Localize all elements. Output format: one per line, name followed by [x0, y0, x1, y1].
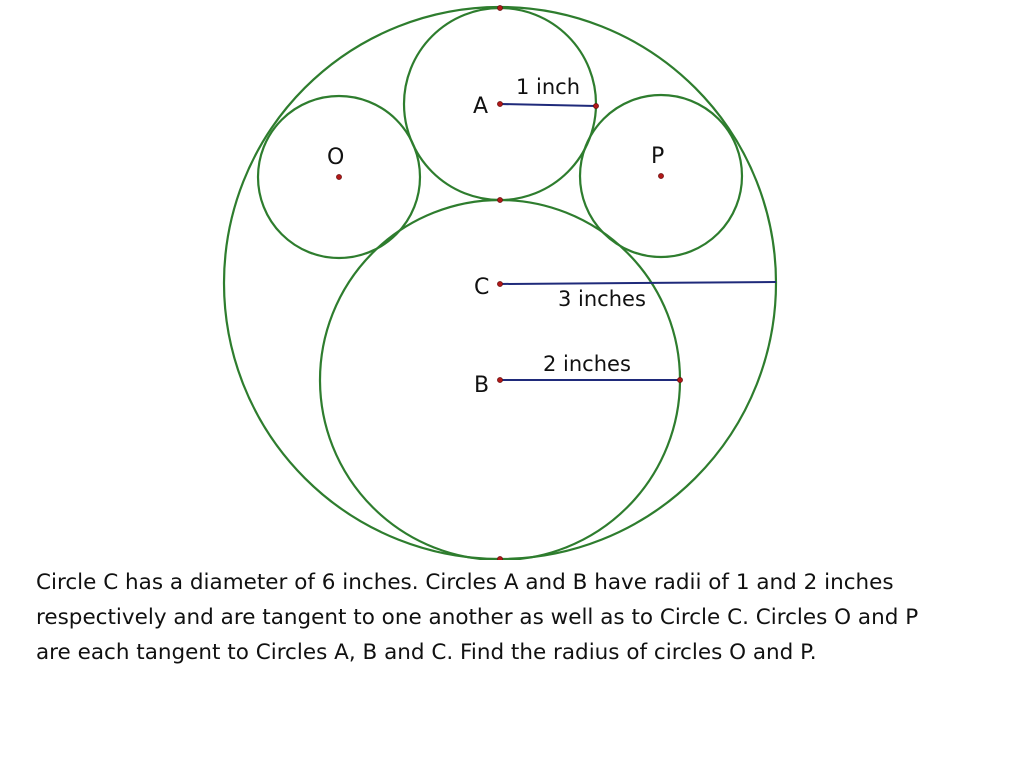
label-p: P — [651, 144, 664, 169]
point-top-tangent — [497, 5, 503, 11]
measure-radius-a: 1 inch — [516, 75, 580, 99]
label-o: O — [327, 145, 344, 170]
point-bottom-tangent — [497, 556, 503, 560]
center-a — [497, 101, 503, 107]
center-o — [336, 174, 342, 180]
center-c — [497, 281, 503, 287]
center-b — [497, 377, 503, 383]
label-b: B — [474, 373, 489, 398]
point-tangent-ab — [497, 197, 503, 203]
label-a: A — [473, 94, 488, 119]
circle-p — [578, 93, 744, 259]
problem-statement: Circle C has a diameter of 6 inches. Cir… — [36, 570, 919, 665]
point-radius-b-end — [677, 377, 683, 383]
point-radius-a-end — [593, 103, 599, 109]
measure-radius-b: 2 inches — [543, 352, 631, 376]
geometry-diagram: A O P C B 1 inch 3 inches 2 inches — [222, 5, 778, 560]
center-p — [658, 173, 664, 179]
radius-segment-a — [499, 103, 597, 107]
radius-segment-c — [499, 281, 777, 285]
label-c: C — [474, 275, 489, 300]
measure-radius-c: 3 inches — [558, 287, 646, 311]
circle-o — [256, 94, 422, 260]
